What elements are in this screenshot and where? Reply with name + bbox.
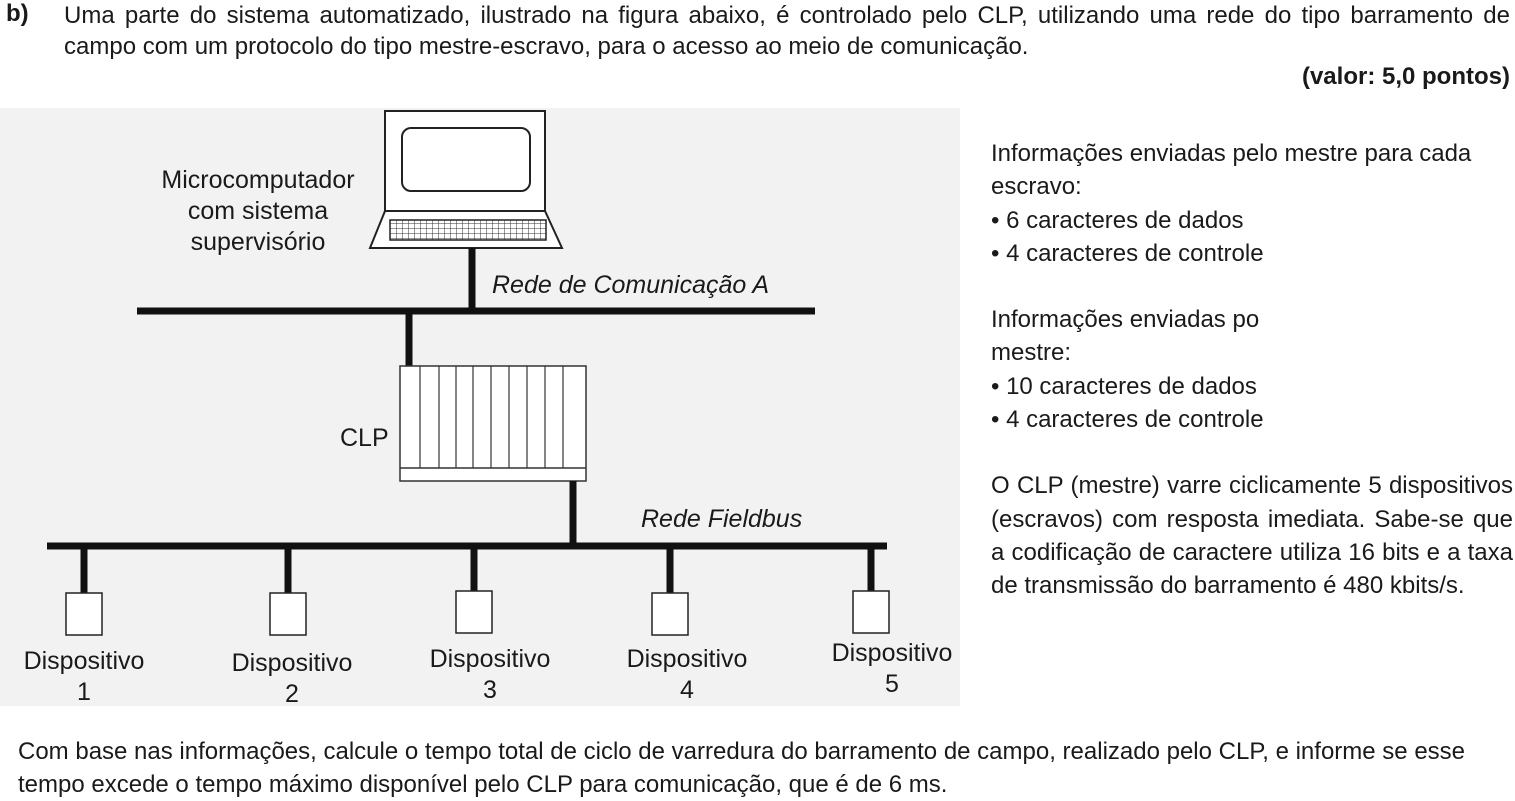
scan-description: O CLP (mestre) varre ciclicamente 5 disp… [991, 472, 1513, 600]
device-4-number: 4 [680, 676, 694, 704]
question-label: b) [6, 0, 29, 27]
computer-label: Microcomputador com sistema supervisório [149, 165, 367, 258]
question-value: (valor: 5,0 pontos) [1301, 63, 1510, 90]
device-5-name: Dispositivo [831, 639, 953, 667]
master-to-slave-item-1: • 6 caracteres de dados [991, 206, 1244, 234]
device-1-name: Dispositivo [23, 647, 145, 675]
device-3-name: Dispositivo [429, 645, 551, 673]
clp-icon [399, 365, 587, 482]
device-3-label: Dispositivo 3 [418, 644, 562, 706]
clp-label: CLP [340, 424, 389, 452]
computer-label-line-3: supervisório [190, 228, 326, 256]
device-2-icon [269, 546, 307, 636]
computer-label-line-2: com sistema [187, 197, 329, 225]
to-master-item-1: • 10 caracteres de dados [991, 372, 1257, 400]
device-5-icon [852, 546, 890, 634]
device-3-number: 3 [483, 676, 497, 704]
master-to-slave-title: Informações enviadas pelo mestre para ca… [991, 140, 1472, 201]
device-4-name: Dispositivo [626, 645, 748, 673]
network-a-label: Rede de Comunicação A [492, 271, 770, 299]
device-4-label: Dispositivo 4 [615, 644, 759, 706]
device-2-name: Dispositivo [231, 649, 353, 677]
device-5-number: 5 [885, 670, 899, 698]
computer-label-line-1: Microcomputador [161, 166, 355, 194]
device-2-number: 2 [285, 680, 299, 708]
device-1-number: 1 [77, 678, 91, 706]
network-diagram: Microcomputador com sistema supervisório… [0, 108, 960, 708]
device-2-label: Dispositivo 2 [220, 648, 364, 710]
to-master-title: Informações enviadas po mestre: [991, 306, 1260, 367]
master-to-slave-item-2: • 4 caracteres de controle [991, 239, 1264, 267]
to-master-item-2: • 4 caracteres de controle [991, 406, 1264, 434]
device-3-icon [455, 546, 493, 634]
question-closing: Com base nas informações, calcule o temp… [18, 738, 1466, 798]
network-diagram-drawing [47, 110, 890, 636]
device-4-icon [651, 546, 689, 636]
laptop-icon [368, 110, 564, 249]
device-1-label: Dispositivo 1 [12, 646, 156, 708]
device-1-icon [65, 546, 103, 636]
question-intro: Uma parte do sistema automatizado, ilust… [64, 2, 1510, 60]
device-5-label: Dispositivo 5 [820, 638, 964, 700]
info-panel: Informações enviadas pelo mestre para ca… [991, 137, 1513, 603]
fieldbus-label: Rede Fieldbus [641, 505, 803, 533]
